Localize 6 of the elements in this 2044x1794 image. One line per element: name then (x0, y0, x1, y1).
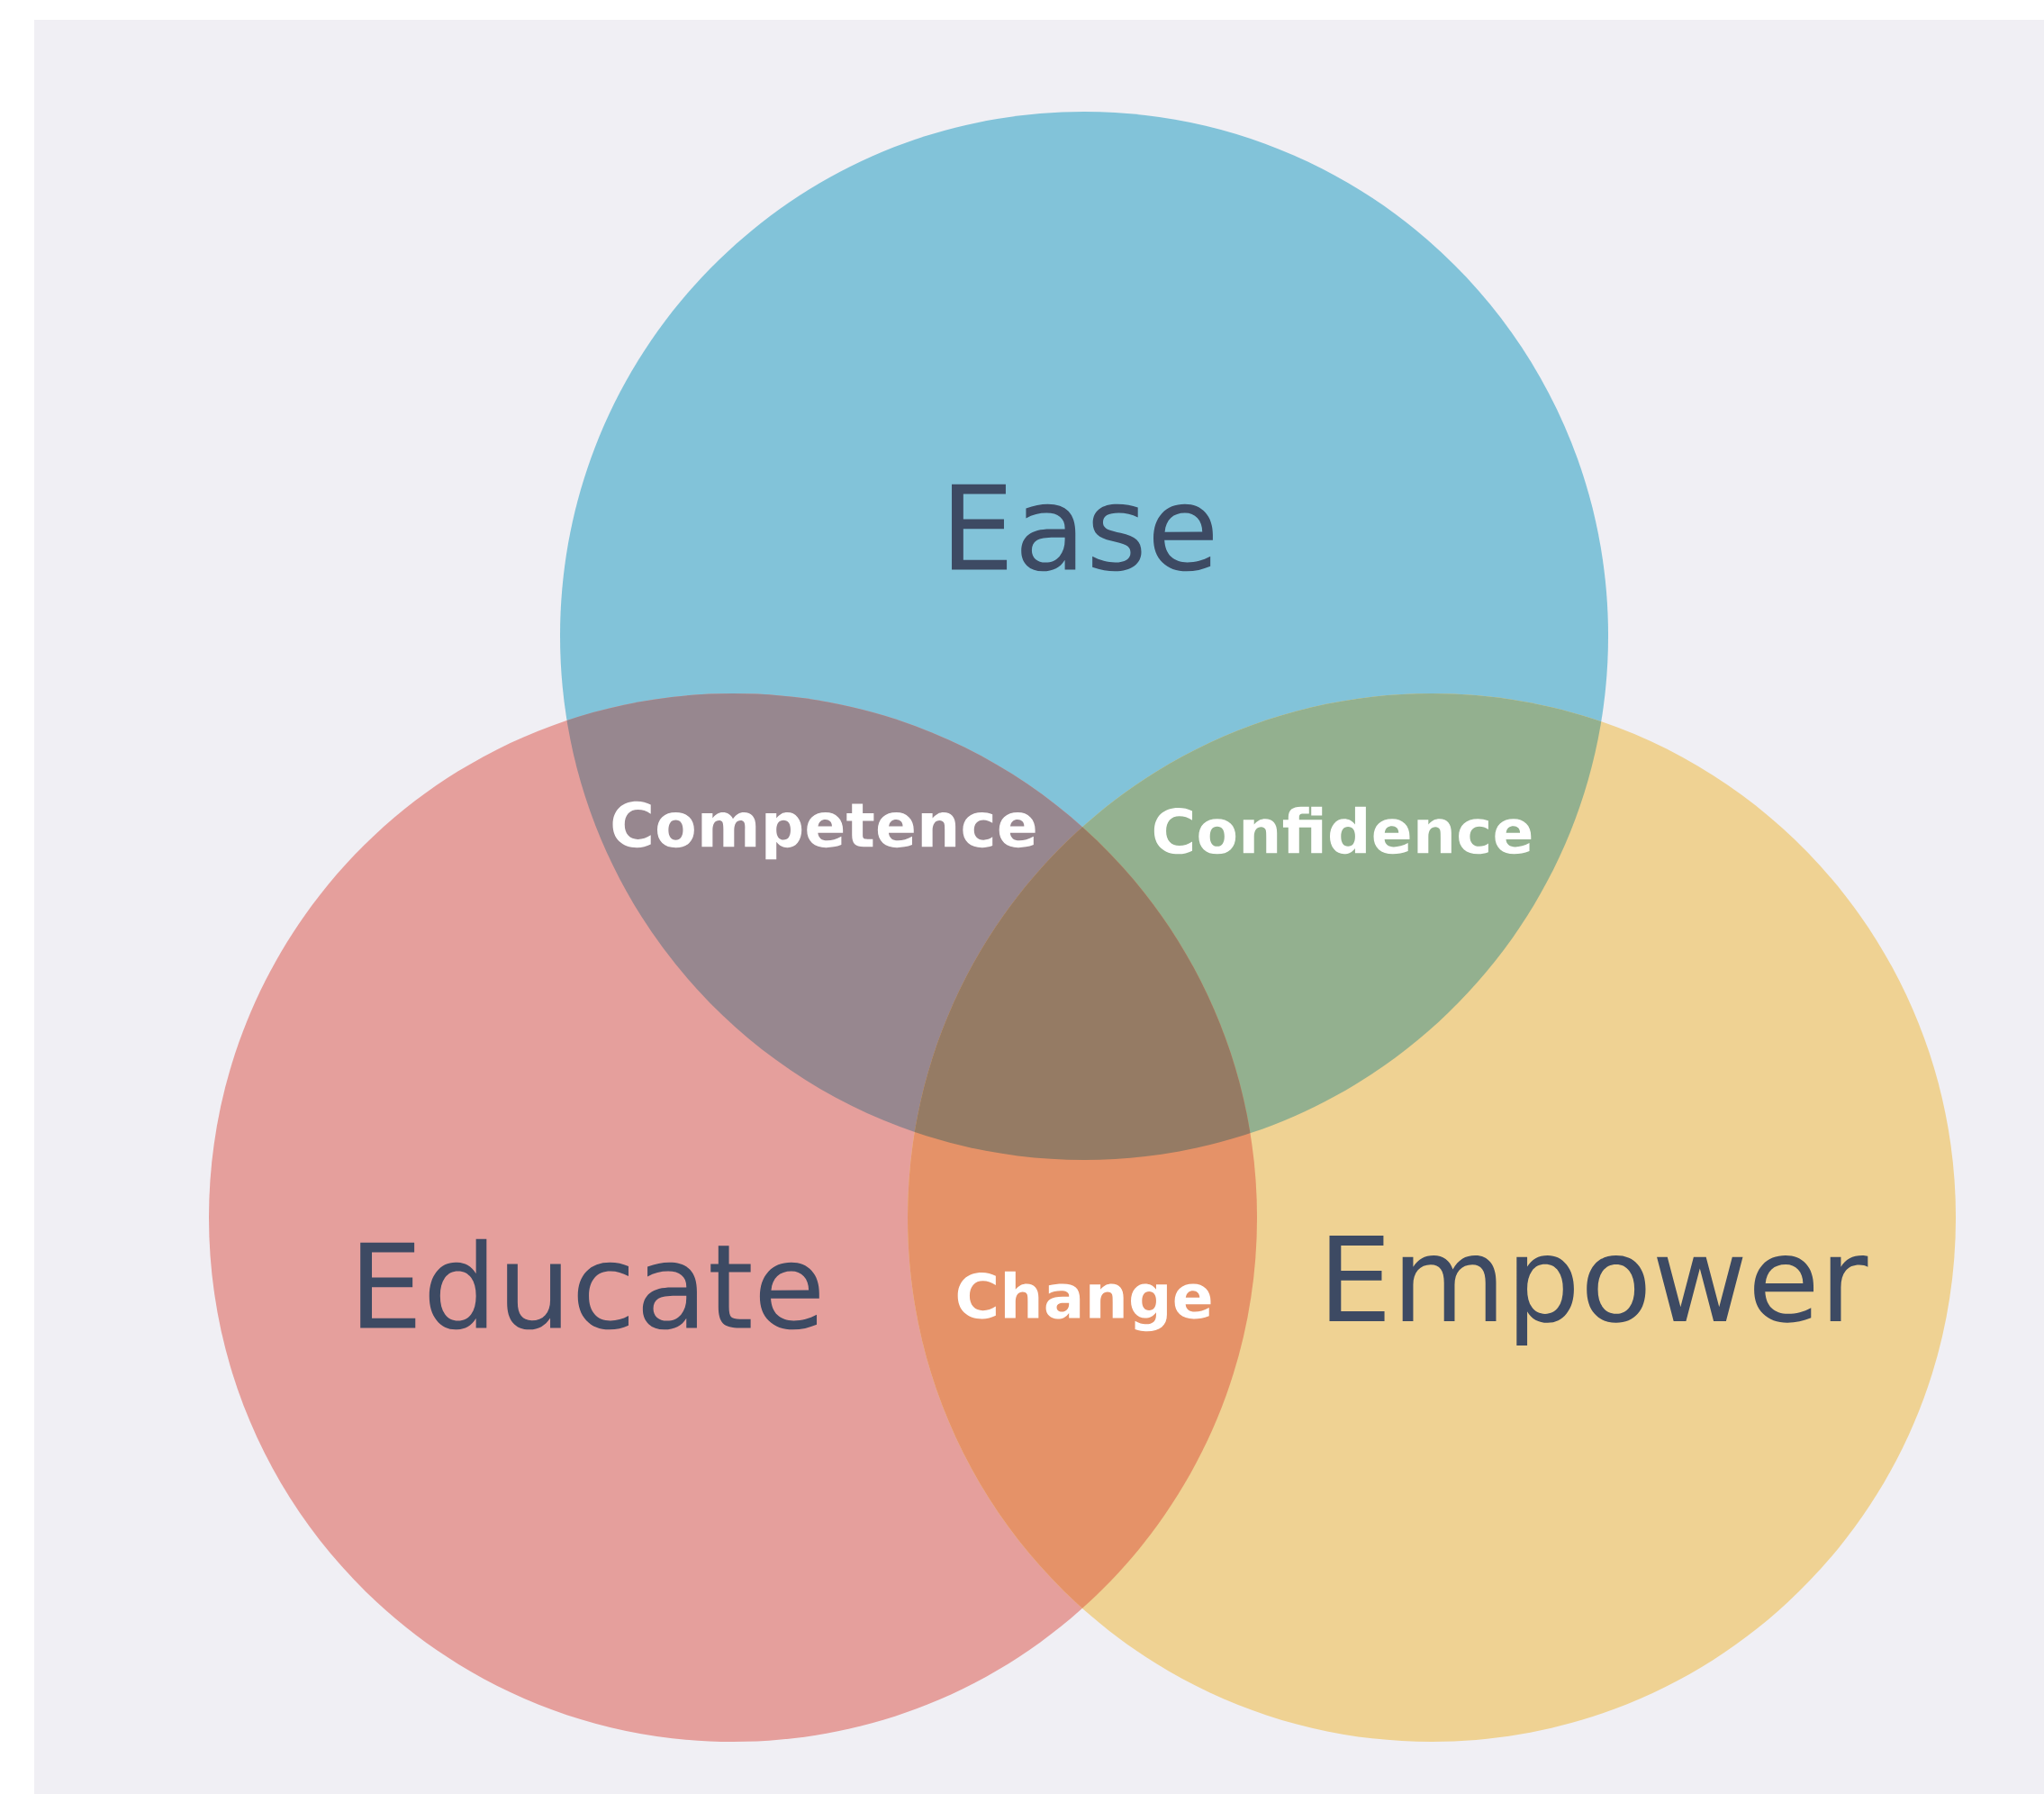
circle-label: Empower (1329, 1236, 1868, 1346)
overlap-label: Competence (612, 801, 1036, 860)
circle-label: Ease (952, 484, 1213, 572)
overlap-label: Change (957, 1271, 1211, 1332)
circle-label: Educate (360, 1238, 819, 1330)
overlap-label: Confidence (1153, 806, 1532, 855)
